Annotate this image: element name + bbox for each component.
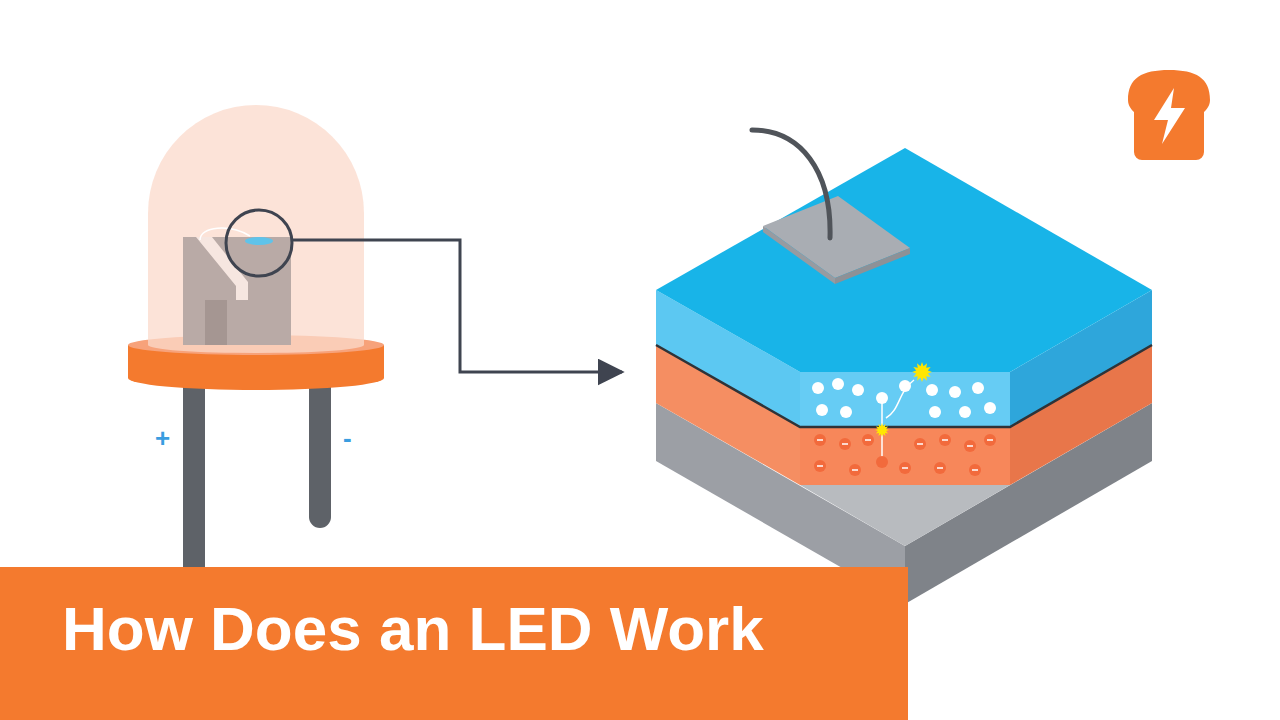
electron-dot xyxy=(839,438,851,450)
p-type-layer xyxy=(656,148,1152,427)
hole-dot xyxy=(959,406,971,418)
hole-dot xyxy=(926,384,938,396)
electron-dot xyxy=(814,460,826,472)
hole-dot xyxy=(852,384,864,396)
zoom-arrow xyxy=(292,240,622,372)
electron-dot xyxy=(814,434,826,446)
title-text: How Does an LED Work xyxy=(62,598,764,660)
electron-dot xyxy=(914,438,926,450)
lead-frame xyxy=(183,228,291,345)
electron-dot xyxy=(849,464,861,476)
holes xyxy=(812,378,996,418)
contact-pad xyxy=(752,130,910,284)
electron-dot xyxy=(969,464,981,476)
electron-dot xyxy=(984,434,996,446)
hole-dot xyxy=(816,404,828,416)
polarity-sign: - xyxy=(343,425,352,451)
light-burst xyxy=(912,362,932,382)
brand-logo xyxy=(1128,70,1210,160)
hole-dot xyxy=(972,382,984,394)
hole-dot xyxy=(832,378,844,390)
electron-dot xyxy=(939,434,951,446)
polarity-sign: + xyxy=(155,425,170,451)
hole-dot xyxy=(929,406,941,418)
electron-dot xyxy=(899,462,911,474)
electrons xyxy=(814,434,996,476)
hole-dot xyxy=(984,402,996,414)
electron-dot xyxy=(964,440,976,452)
recombination xyxy=(875,362,932,468)
zoom-circle xyxy=(226,210,292,276)
light-burst xyxy=(875,423,889,437)
electron-dot xyxy=(862,434,874,446)
electron-dot xyxy=(934,462,946,474)
led-dome xyxy=(148,105,364,353)
hole-dot xyxy=(812,382,824,394)
hole-dot xyxy=(949,386,961,398)
hole-dot xyxy=(840,406,852,418)
